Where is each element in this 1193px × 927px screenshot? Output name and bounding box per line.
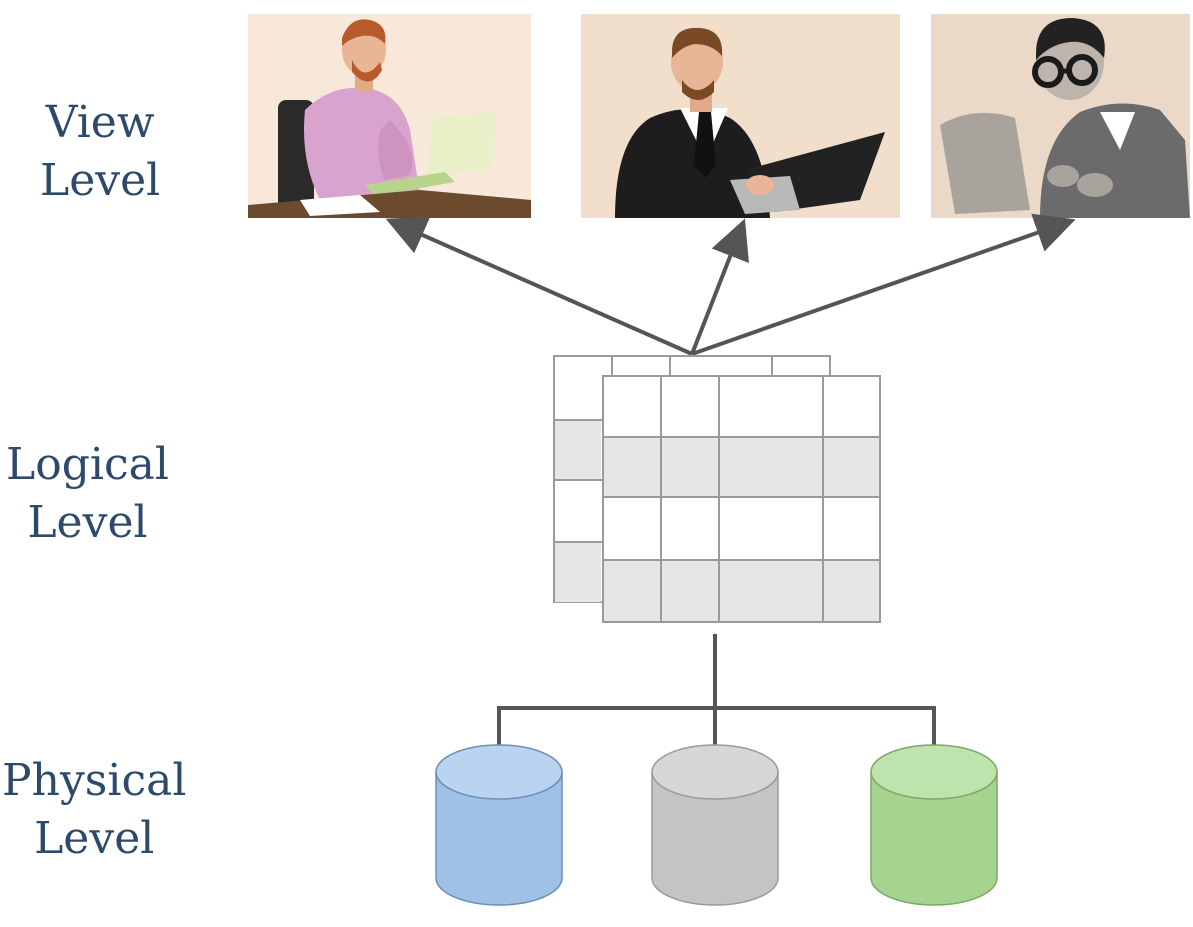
logical-level-label-line2: Level xyxy=(27,497,148,548)
user-casual-laptop-icon xyxy=(248,14,531,218)
user-glasses-monitor-icon xyxy=(931,14,1190,218)
database-blue-top xyxy=(435,744,563,800)
physical-level-label-line2: Level xyxy=(34,813,155,864)
physical-level-label-line1: Physical xyxy=(2,755,187,806)
physical-level-label: Physical Level xyxy=(2,752,186,868)
database-green-body xyxy=(870,771,998,906)
front-table xyxy=(602,375,881,623)
arrow-to-user-3 xyxy=(691,213,1076,356)
database-blue-icon xyxy=(435,744,563,906)
database-green-icon xyxy=(870,744,998,906)
logical-tables-icon xyxy=(553,355,881,623)
view-level-label-line1: View xyxy=(45,97,155,148)
database-gray-icon xyxy=(651,744,779,906)
database-blue-body xyxy=(435,771,563,906)
arrow-to-user-1 xyxy=(385,216,693,356)
database-gray-top xyxy=(651,744,779,800)
physical-connectors xyxy=(497,634,936,746)
logical-level-label: Logical Level xyxy=(6,436,169,552)
arrow-to-user-2 xyxy=(690,218,749,355)
database-green-top xyxy=(870,744,998,800)
view-level-label: View Level xyxy=(40,94,160,210)
view-connectors xyxy=(385,213,1076,356)
user-businessman-laptop-icon xyxy=(581,14,900,218)
physical-databases xyxy=(435,744,998,906)
logical-level-label-line1: Logical xyxy=(6,439,169,490)
view-level-label-line2: Level xyxy=(40,155,161,206)
database-gray-body xyxy=(651,771,779,906)
